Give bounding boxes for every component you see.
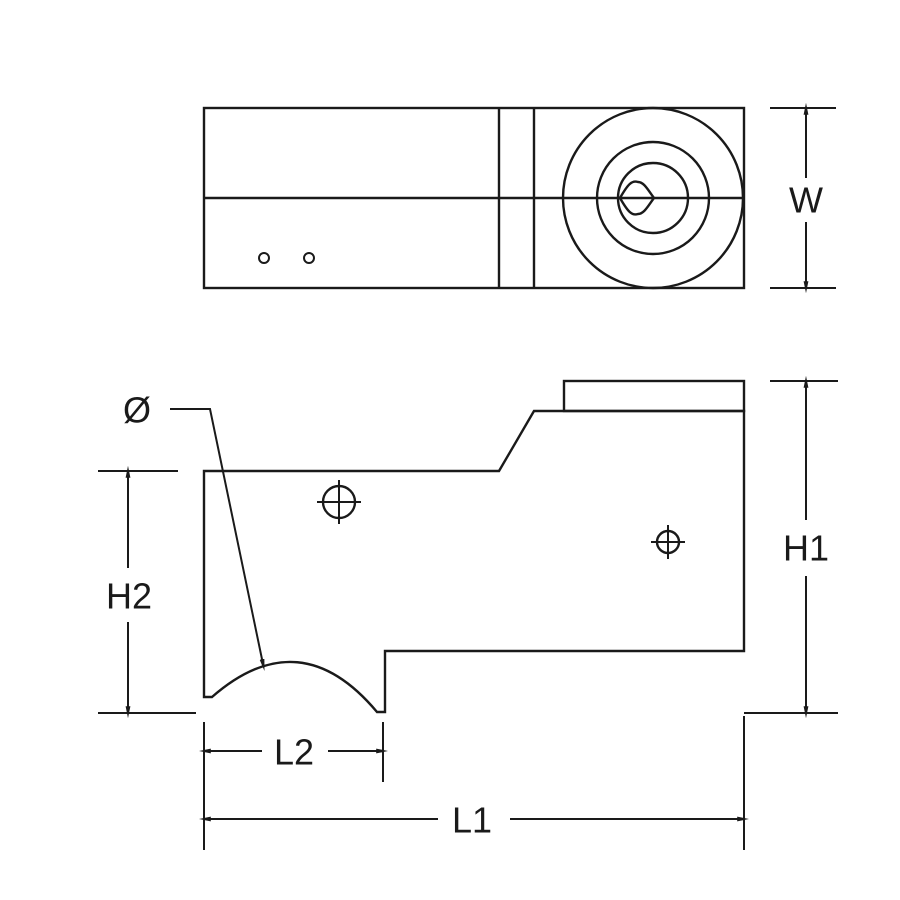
drill-point-icon bbox=[618, 180, 656, 216]
middle-circle bbox=[595, 140, 711, 256]
diameter-leader bbox=[170, 408, 265, 672]
small-hole-1 bbox=[258, 252, 270, 264]
dimension-l1-label: L1 bbox=[452, 800, 492, 841]
dimension-h2-label: H2 bbox=[106, 576, 152, 617]
small-hole-2 bbox=[303, 252, 315, 264]
crosshair-hole-1 bbox=[317, 480, 361, 524]
side-view-outline bbox=[202, 409, 746, 714]
dimension-w-label: W bbox=[789, 180, 823, 221]
raised-block bbox=[562, 379, 746, 413]
dimension-h1-label: H1 bbox=[783, 528, 829, 569]
side-view: Ø H2 H1 L2 L1 bbox=[98, 375, 838, 850]
inner-circle bbox=[616, 161, 690, 235]
crosshair-hole-2 bbox=[651, 525, 685, 559]
top-view: W bbox=[202, 102, 836, 294]
dimension-l2-label: L2 bbox=[274, 732, 314, 773]
diameter-symbol: Ø bbox=[123, 390, 151, 431]
outer-circle bbox=[561, 106, 745, 290]
